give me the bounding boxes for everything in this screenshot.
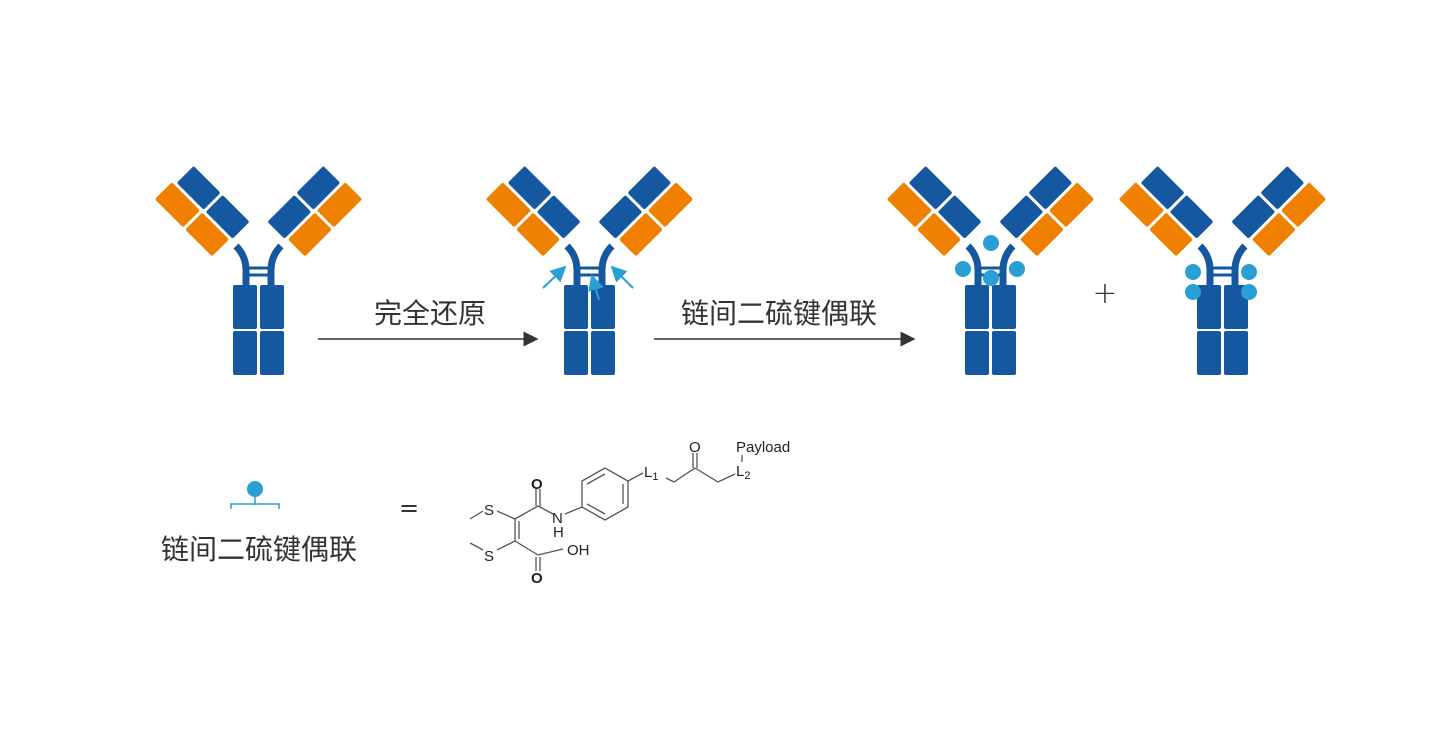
step2-label: 链间二硫键偶联 [680, 297, 878, 330]
atom-oh: OH [567, 542, 590, 559]
atom-o1: O [531, 476, 543, 493]
linker-l2: L2 [736, 463, 750, 482]
chemical-structure [469, 453, 743, 571]
legend-label: 链间二硫键偶联 [160, 533, 358, 566]
antibody-reduced [486, 163, 693, 375]
antibody-conjugated-b [1119, 163, 1326, 375]
atom-n: N [552, 510, 563, 527]
atom-s1: S [484, 502, 494, 519]
atom-o2: O [531, 570, 543, 587]
payload-label: Payload [736, 439, 790, 456]
atom-o3: O [689, 439, 701, 456]
legend-conjugate-icon [230, 481, 280, 509]
reduction-arrow-icon [610, 265, 634, 289]
equals-sign: = [398, 494, 420, 522]
reduction-arrow-icon [588, 274, 604, 301]
plus-sign: + [1092, 276, 1118, 311]
reduction-arrow-icon [542, 265, 567, 289]
linker-l1: L1 [644, 464, 658, 483]
antibody-conjugated-a [887, 163, 1094, 375]
antibody-intact [155, 163, 362, 375]
step1-label: 完全还原 [373, 297, 487, 330]
atom-h: H [553, 524, 564, 541]
structure-labels: S S O O O N H OH L1 L2 Payload [484, 439, 790, 587]
atom-s2: S [484, 548, 494, 565]
